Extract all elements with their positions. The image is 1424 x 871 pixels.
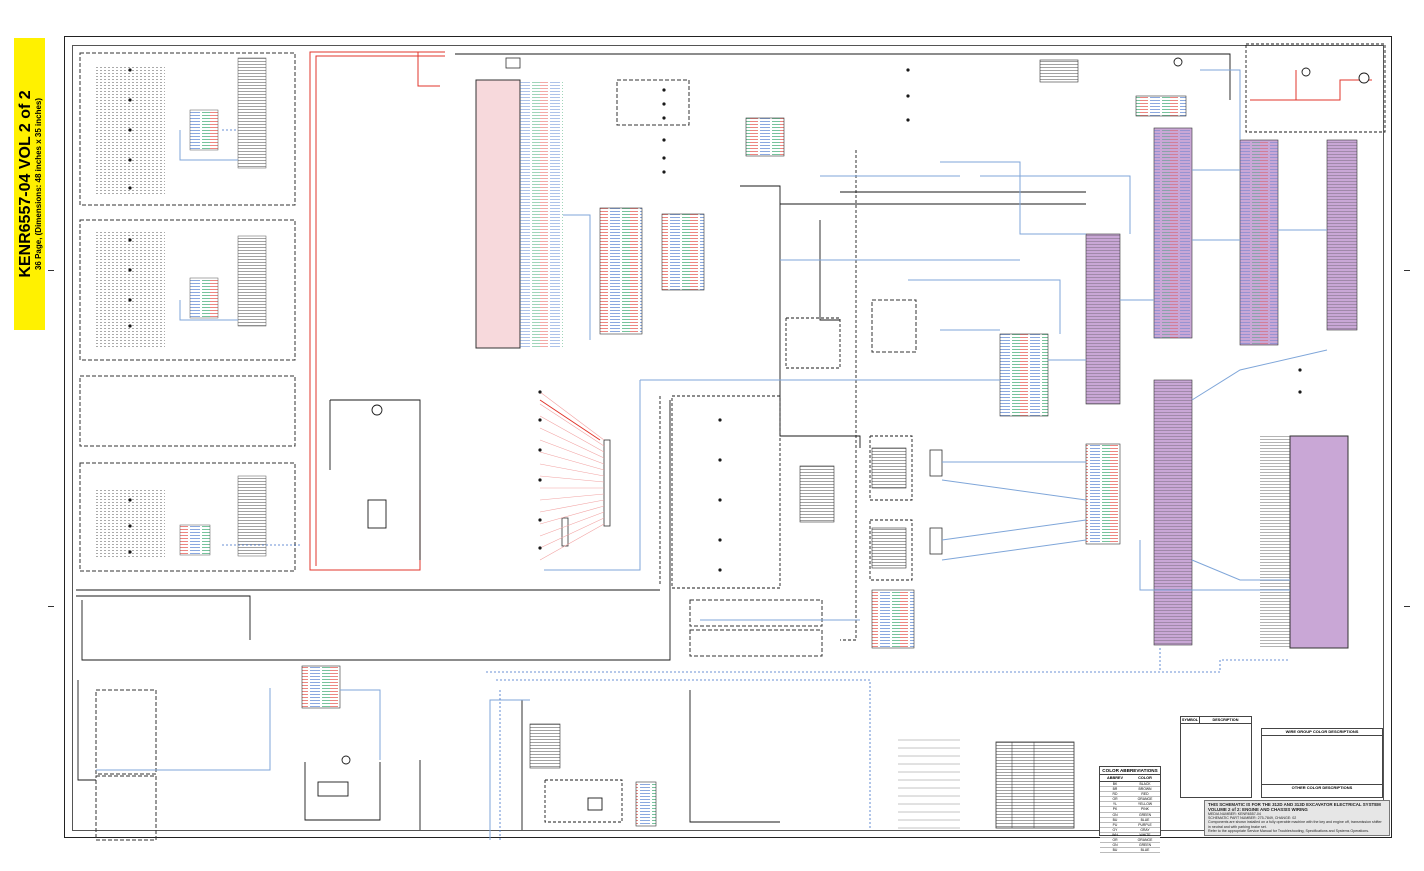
title-tab: KENR6557-04 VOL 2 of 2 36 Page, (Dimensi… — [14, 38, 45, 330]
color-abbrev-row: GY GRAY — [1100, 828, 1160, 833]
color-abbrev-name: GREEN — [1138, 812, 1152, 817]
other-color-heading: OTHER COLOR DESCRIPTIONS — [1262, 784, 1382, 791]
color-abbrev-code: OR — [1112, 797, 1118, 802]
harness-legend-heading: WIRE GROUP COLOR DESCRIPTIONS — [1262, 729, 1382, 736]
color-abbrev-code: BR — [1112, 787, 1118, 792]
title-block-line: THIS SCHEMATIC IS FOR THE 312D AND 313D … — [1208, 802, 1381, 807]
title-block-line: Components are shown installed on a full… — [1208, 820, 1382, 825]
color-abbrev-row: WH WHITE — [1100, 832, 1160, 839]
color-abbrev-name: BLUE — [1140, 817, 1150, 822]
color-abbrev-row: OR ORANGE — [1100, 838, 1160, 844]
harness-color-legend: WIRE GROUP COLOR DESCRIPTIONS OTHER COLO… — [1261, 728, 1383, 798]
notes-block — [898, 739, 960, 829]
color-abbrev-name: ORANGE — [1137, 797, 1153, 802]
color-abbrev-code: GY — [1112, 827, 1118, 832]
black-dashed-wires — [544, 43, 1386, 823]
power-wires — [309, 51, 1372, 571]
color-abbrev-code: GN — [1112, 812, 1118, 817]
color-abbrev-name: GREEN — [1138, 843, 1152, 848]
color-abbrev-name: BROWN — [1138, 787, 1152, 792]
title-block-line: MEDIA NUMBER: KENR6557-04 — [1208, 812, 1261, 816]
description-column-header: DESCRIPTION — [1212, 718, 1239, 722]
color-abbrev-name: RED — [1141, 792, 1149, 797]
color-abbrev-row: RD RED — [1100, 792, 1160, 798]
color-abbrev-code: BU — [1112, 848, 1118, 853]
color-abbrev-row: PU PURPLE — [1100, 823, 1160, 828]
border-tick — [48, 270, 54, 271]
color-abbrev-row: BU BLUE — [1100, 818, 1160, 823]
color-abbrev-code: YL — [1112, 802, 1118, 807]
color-abbrev-name: PURPLE — [1138, 822, 1152, 827]
color-abbrev-name: PINK — [1141, 807, 1149, 812]
border-tick — [1404, 606, 1410, 607]
color-abbrev-name: BLUE — [1140, 848, 1150, 853]
color-abbrev-name: ORANGE — [1137, 838, 1153, 843]
left-component-groups — [79, 52, 917, 841]
symbol-column-header: SYMBOL — [1181, 717, 1200, 723]
sheet-inner-border — [72, 45, 1384, 831]
border-tick — [48, 606, 54, 607]
color-abbrev-row: GN GREEN — [1100, 843, 1160, 849]
pink-fan-wires — [539, 391, 605, 561]
title-block: THIS SCHEMATIC IS FOR THE 312D AND 313D … — [1204, 800, 1390, 836]
color-abbrev-row: YL YELLOW — [1100, 802, 1160, 808]
left-group-wiring — [95, 57, 267, 558]
signal-dotted-wires — [222, 129, 1290, 840]
title-block-line: SCHEMATIC PART NUMBER: 275-7849, CHANGE:… — [1208, 816, 1297, 821]
color-abbrev-name: BLACK — [1139, 782, 1151, 786]
signal-wires — [96, 69, 1328, 840]
color-abbrev-rows: BK BLACK BR BROWN RD RED OR ORANGE YL YELLOW PK PIN… — [1100, 782, 1160, 854]
black-trunk-wires — [76, 53, 1231, 830]
color-abbrev-code: RD — [1112, 792, 1118, 797]
title-block-line: in neutral and with parking brake set. — [1208, 824, 1267, 829]
color-abbrev-name: WHITE — [1139, 832, 1151, 837]
color-abbrev-code: PK — [1112, 807, 1118, 812]
border-tick — [1404, 270, 1410, 271]
color-abbrev-name: YELLOW — [1137, 802, 1153, 807]
component-glyphs — [317, 57, 1370, 811]
abbrev-column-header: ABBREV — [1106, 776, 1124, 780]
color-abbrev-code: OR — [1112, 838, 1118, 843]
purple-connector-strips — [301, 59, 1358, 827]
connector-dots — [128, 68, 1302, 572]
symbol-legend: SYMBOL DESCRIPTION — [1180, 716, 1252, 798]
engine-ecm-block — [475, 57, 563, 349]
color-abbrev-row: OR ORANGE — [1100, 797, 1160, 803]
title-block-line: Refer to the appropriate Service Manual … — [1208, 828, 1370, 833]
color-abbrev-code: WH — [1112, 832, 1118, 837]
color-abbrev-code: BK — [1112, 782, 1118, 786]
title-block-line: VOLUME 2 of 2: ENGINE AND CHASSIS WIRING — [1208, 807, 1308, 812]
wire-index-table — [995, 741, 1075, 829]
color-abbrev-row: BK BLACK — [1100, 782, 1160, 788]
color-abbrev-name: GRAY — [1140, 827, 1150, 832]
color-abbrev-row: GN GREEN — [1100, 813, 1160, 818]
color-abbrev-code: PU — [1112, 822, 1118, 827]
color-abbrev-row: PK PINK — [1100, 807, 1160, 813]
color-abbrev-row: BU BLUE — [1100, 848, 1160, 854]
color-abbrev-heading: COLOR ABBREVIATIONS — [1100, 767, 1160, 775]
sheet-border — [64, 36, 1392, 838]
color-abbreviation-table: COLOR ABBREVIATIONS ABBREV COLOR BK BLACK… — [1099, 766, 1161, 854]
color-abbrev-code: GN — [1112, 843, 1118, 848]
color-abbrev-code: BU — [1112, 817, 1118, 822]
color-column-header: COLOR — [1138, 776, 1152, 780]
color-abbrev-row: BR BROWN — [1100, 787, 1160, 793]
